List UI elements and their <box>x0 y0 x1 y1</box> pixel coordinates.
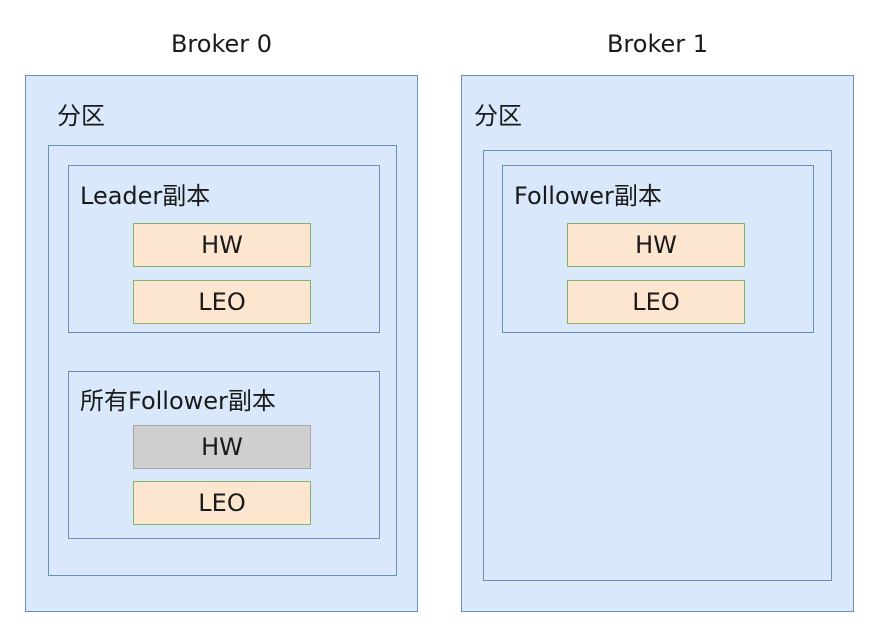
leader-replica-label: Leader副本 <box>80 182 211 210</box>
broker-0-title: Broker 0 <box>170 30 273 58</box>
broker-0-partition-label: 分区 <box>57 102 105 130</box>
all-followers-hw-field: HW <box>133 425 311 469</box>
follower-leo-field: LEO <box>567 280 745 324</box>
all-followers-leo-field: LEO <box>133 481 311 525</box>
follower-hw-field: HW <box>567 223 745 267</box>
broker-1-title: Broker 1 <box>606 30 709 58</box>
broker-1-partition-label: 分区 <box>474 102 522 130</box>
follower-replica-label: Follower副本 <box>514 182 662 210</box>
all-followers-replica-label: 所有Follower副本 <box>80 387 276 415</box>
leader-leo-field: LEO <box>133 280 311 324</box>
leader-hw-field: HW <box>133 223 311 267</box>
